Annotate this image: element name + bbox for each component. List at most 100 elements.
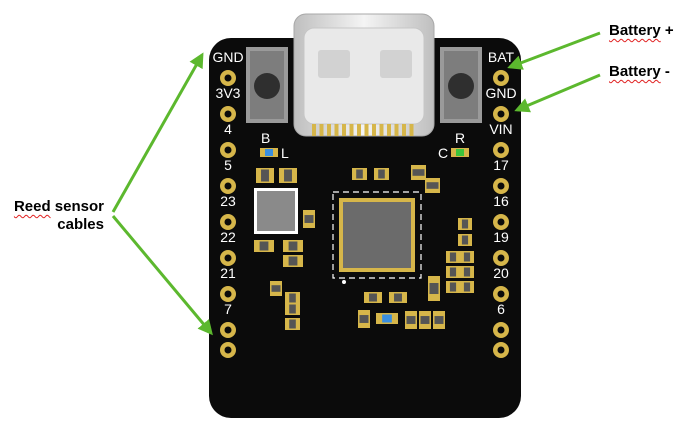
smd-part-body bbox=[271, 285, 281, 292]
reed-word: Reed bbox=[13, 198, 51, 215]
crystal-component bbox=[254, 188, 298, 234]
right-pin-label-6: 19 bbox=[493, 229, 509, 245]
right-pin-label-2: GND bbox=[485, 85, 516, 101]
left-pin-label-6: 22 bbox=[220, 229, 236, 245]
reed-sensor-label: Reed sensor cables bbox=[10, 198, 104, 234]
usb-contact bbox=[342, 124, 346, 136]
left-pin-hole-6 bbox=[224, 254, 232, 262]
arrow-battery-plus bbox=[507, 31, 601, 70]
smd-part-body bbox=[304, 215, 314, 223]
right-pin-label-4: 17 bbox=[493, 157, 509, 173]
right-pin-label-3: VIN bbox=[489, 121, 512, 137]
left-pin-hole-1 bbox=[224, 74, 232, 82]
smd-part-body bbox=[461, 235, 469, 245]
smd-part-body bbox=[288, 241, 298, 251]
left-pin-hole-5 bbox=[224, 218, 232, 226]
button-b[interactable] bbox=[246, 47, 288, 123]
smd-part-body bbox=[382, 314, 392, 323]
smd-part-body bbox=[289, 293, 296, 303]
led-c-label: C bbox=[438, 145, 448, 161]
right-pin-hole-2 bbox=[497, 110, 505, 118]
battery-minus-word: Battery bbox=[609, 63, 661, 80]
right-pin-hole-4 bbox=[497, 182, 505, 190]
smd-part-body bbox=[449, 252, 457, 262]
battery-minus-sign: - bbox=[664, 63, 670, 80]
battery-minus-label: Battery - bbox=[609, 63, 670, 80]
smd-part-body bbox=[420, 316, 430, 324]
battery-plus-label: Battery + bbox=[609, 22, 674, 39]
smd-part-body bbox=[412, 169, 425, 176]
left-pin-label-3: 4 bbox=[224, 121, 232, 137]
smd-part-body bbox=[394, 293, 402, 302]
smd-part-body bbox=[434, 316, 444, 324]
main-chip bbox=[332, 191, 422, 284]
smd-part-body bbox=[463, 252, 471, 262]
arrow-reed-gnd bbox=[111, 52, 204, 213]
smd-part-body bbox=[369, 293, 377, 302]
smd-part-body bbox=[259, 241, 269, 251]
left-pin-label-7: 21 bbox=[220, 265, 236, 281]
right-pin-hole-3 bbox=[497, 146, 505, 154]
led-c bbox=[451, 148, 469, 157]
usb-contact bbox=[379, 124, 384, 136]
left-pin-label-2: 3V3 bbox=[216, 85, 241, 101]
left-pin-hole-8 bbox=[224, 326, 232, 334]
smd-part-body bbox=[449, 267, 457, 277]
right-pin-label-8: 6 bbox=[497, 301, 505, 317]
button-r[interactable] bbox=[440, 47, 482, 123]
left-pin-hole-7 bbox=[224, 290, 232, 298]
smd-part-body bbox=[261, 169, 269, 182]
arrow-battery-minus bbox=[514, 73, 601, 113]
usb-contact bbox=[364, 124, 369, 136]
usb-contact bbox=[327, 124, 331, 136]
left-pin-hole-3 bbox=[224, 146, 232, 154]
left-pin-header: GND 3V3 4 5 23 22 21 7 bbox=[212, 49, 244, 358]
smd-part-body bbox=[449, 282, 457, 292]
usb-contact bbox=[402, 124, 406, 136]
smd-part-body bbox=[461, 219, 469, 229]
left-pin-hole-2 bbox=[224, 110, 232, 118]
usb-contact bbox=[312, 124, 316, 136]
smd-part-body bbox=[289, 304, 296, 314]
button-r-label: R bbox=[455, 130, 465, 146]
right-pin-label-7: 20 bbox=[493, 265, 509, 281]
smd-part-body bbox=[378, 169, 385, 179]
smd-part-body bbox=[463, 267, 471, 277]
smd-part-body bbox=[284, 169, 292, 182]
arrow-reed-pin7 bbox=[111, 215, 213, 336]
reed-rest: sensor bbox=[54, 198, 104, 215]
smd-part-body bbox=[288, 256, 298, 266]
battery-plus-sign: + bbox=[664, 22, 674, 39]
left-pin-label-8: 7 bbox=[224, 301, 232, 317]
right-pin-hole-5 bbox=[497, 218, 505, 226]
smd-part-body bbox=[406, 316, 416, 324]
smd-part-body bbox=[463, 282, 471, 292]
left-pin-label-1: GND bbox=[212, 49, 243, 65]
usb-contact bbox=[357, 124, 361, 136]
battery-plus-word: Battery bbox=[609, 22, 661, 39]
smd-part-body bbox=[359, 315, 369, 323]
usb-contact bbox=[394, 124, 399, 136]
left-pin-label-5: 23 bbox=[220, 193, 236, 209]
left-pin-hole-4 bbox=[224, 182, 232, 190]
led-l bbox=[260, 148, 278, 157]
smd-part-body bbox=[289, 319, 296, 329]
usb-contact bbox=[349, 124, 354, 136]
right-pin-hole-7 bbox=[497, 290, 505, 298]
smd-part-body bbox=[426, 182, 439, 189]
reed-line-1: Reed sensor bbox=[10, 198, 104, 216]
right-pin-hole-9 bbox=[497, 346, 505, 354]
usb-contact bbox=[409, 124, 414, 136]
usb-contact bbox=[372, 124, 376, 136]
left-pin-label-4: 5 bbox=[224, 157, 232, 173]
reed-line-2: cables bbox=[57, 216, 104, 233]
led-l-label: L bbox=[281, 145, 289, 161]
smd-part-body bbox=[356, 169, 363, 179]
usb-c-connector bbox=[293, 13, 435, 137]
smd-part-body bbox=[429, 283, 439, 294]
smd-components bbox=[254, 165, 474, 330]
left-pin-hole-9 bbox=[224, 346, 232, 354]
right-pin-label-1: BAT bbox=[488, 49, 515, 65]
